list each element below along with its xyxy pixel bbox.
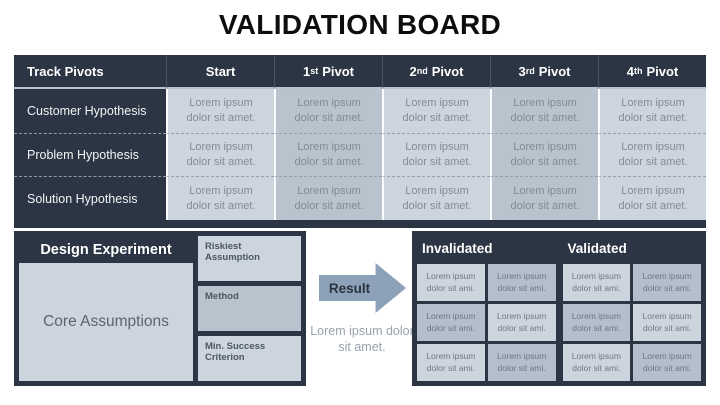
design-experiment-left: Design Experiment Core Assumptions [19, 236, 193, 381]
validated-header: Validated [567, 240, 627, 256]
outcome-cell: Lorem ipsum dolor sit ami. [633, 304, 701, 341]
table-corner-header: Track Pivots [14, 55, 166, 89]
header-text: 4 [626, 63, 634, 79]
ordinal-suffix: th [633, 66, 643, 76]
table-cell: Lorem ipsum dolor sit amet. [490, 132, 598, 177]
result-arrow: Result [319, 263, 406, 313]
table-cell: Lorem ipsum dolor sit amet. [382, 132, 490, 177]
design-experiment-header: Design Experiment [40, 241, 172, 258]
table-cell: Lorem ipsum dolor sit amet. [166, 176, 274, 220]
result-note: Lorem ipsum dolor sit amet. [310, 324, 414, 355]
result-arrow-label: Result [328, 280, 371, 296]
row-label-problem-hypothesis: Problem Hypothesis [14, 132, 166, 177]
table-cell: Lorem ipsum dolor sit amet. [382, 176, 490, 220]
invalidated-section: Invalidated Lorem ipsum dolor sit ami. L… [417, 235, 556, 381]
outcome-cell: Lorem ipsum dolor sit ami. [417, 304, 485, 341]
design-experiment-steps: Riskiest Assumption Method Min. Success … [198, 236, 301, 381]
row-label-customer-hypothesis: Customer Hypothesis [27, 103, 147, 118]
outcome-cell: Lorem ipsum dolor sit ami. [562, 304, 631, 341]
ordinal-suffix: nd [416, 66, 428, 76]
header-text: Start [205, 63, 236, 79]
header-text: 3 [518, 63, 526, 79]
table-cell: Lorem ipsum dolor sit amet. [490, 176, 598, 220]
table-cell: Lorem ipsum dolor sit amet. [274, 89, 382, 133]
column-header-start: Start [166, 55, 274, 89]
page-title: VALIDATION BOARD [218, 9, 502, 40]
outcome-cell: Lorem ipsum dolor sit ami. [633, 264, 701, 301]
header-word: Pivot [646, 63, 679, 79]
min-success-criterion-box: Min. Success Criterion [198, 336, 301, 381]
table-cell: Lorem ipsum dolor sit amet. [382, 89, 490, 133]
outcome-cell: Lorem ipsum dolor sit ami. [417, 344, 485, 381]
table-cell: Lorem ipsum dolor sit amet. [166, 132, 274, 177]
table-cell: Lorem ipsum dolor sit amet. [166, 89, 274, 133]
table-cell: Lorem ipsum dolor sit amet. [274, 132, 382, 177]
method-box: Method [198, 286, 301, 331]
outcome-cell: Lorem ipsum dolor sit ami. [417, 264, 485, 301]
invalidated-header: Invalidated [422, 240, 493, 256]
table-cell: Lorem ipsum dolor sit amet. [598, 176, 706, 220]
validated-section: Validated Lorem ipsum dolor sit ami. Lor… [562, 235, 701, 381]
table-cell: Lorem ipsum dolor sit amet. [598, 89, 706, 133]
table-cell: Lorem ipsum dolor sit amet. [598, 132, 706, 177]
outcome-cell: Lorem ipsum dolor sit ami. [487, 344, 556, 381]
outcome-cell: Lorem ipsum dolor sit ami. [633, 344, 701, 381]
core-assumptions-box: Core Assumptions [19, 263, 193, 381]
outcome-cell: Lorem ipsum dolor sit ami. [487, 264, 556, 301]
design-experiment-panel: Design Experiment Core Assumptions Riski… [14, 231, 306, 386]
outcome-cell: Lorem ipsum dolor sit ami. [487, 304, 556, 341]
header-word: Pivot [431, 63, 464, 79]
table-cell: Lorem ipsum dolor sit amet. [490, 89, 598, 133]
outcome-cell: Lorem ipsum dolor sit ami. [562, 344, 631, 381]
header-text: 2 [409, 63, 417, 79]
outcome-cell: Lorem ipsum dolor sit ami. [562, 264, 631, 301]
table-cell: Lorem ipsum dolor sit amet. [274, 176, 382, 220]
header-text: 1 [302, 63, 311, 79]
row-label-solution-hypothesis: Solution Hypothesis [14, 176, 166, 220]
riskiest-assumption-box: Riskiest Assumption [198, 236, 301, 281]
header-word: Pivot [322, 63, 355, 79]
outcome-panel: Invalidated Lorem ipsum dolor sit ami. L… [412, 231, 706, 386]
header-word: Pivot [538, 63, 571, 79]
ordinal-suffix: st [310, 66, 319, 76]
ordinal-suffix: rd [525, 66, 535, 76]
